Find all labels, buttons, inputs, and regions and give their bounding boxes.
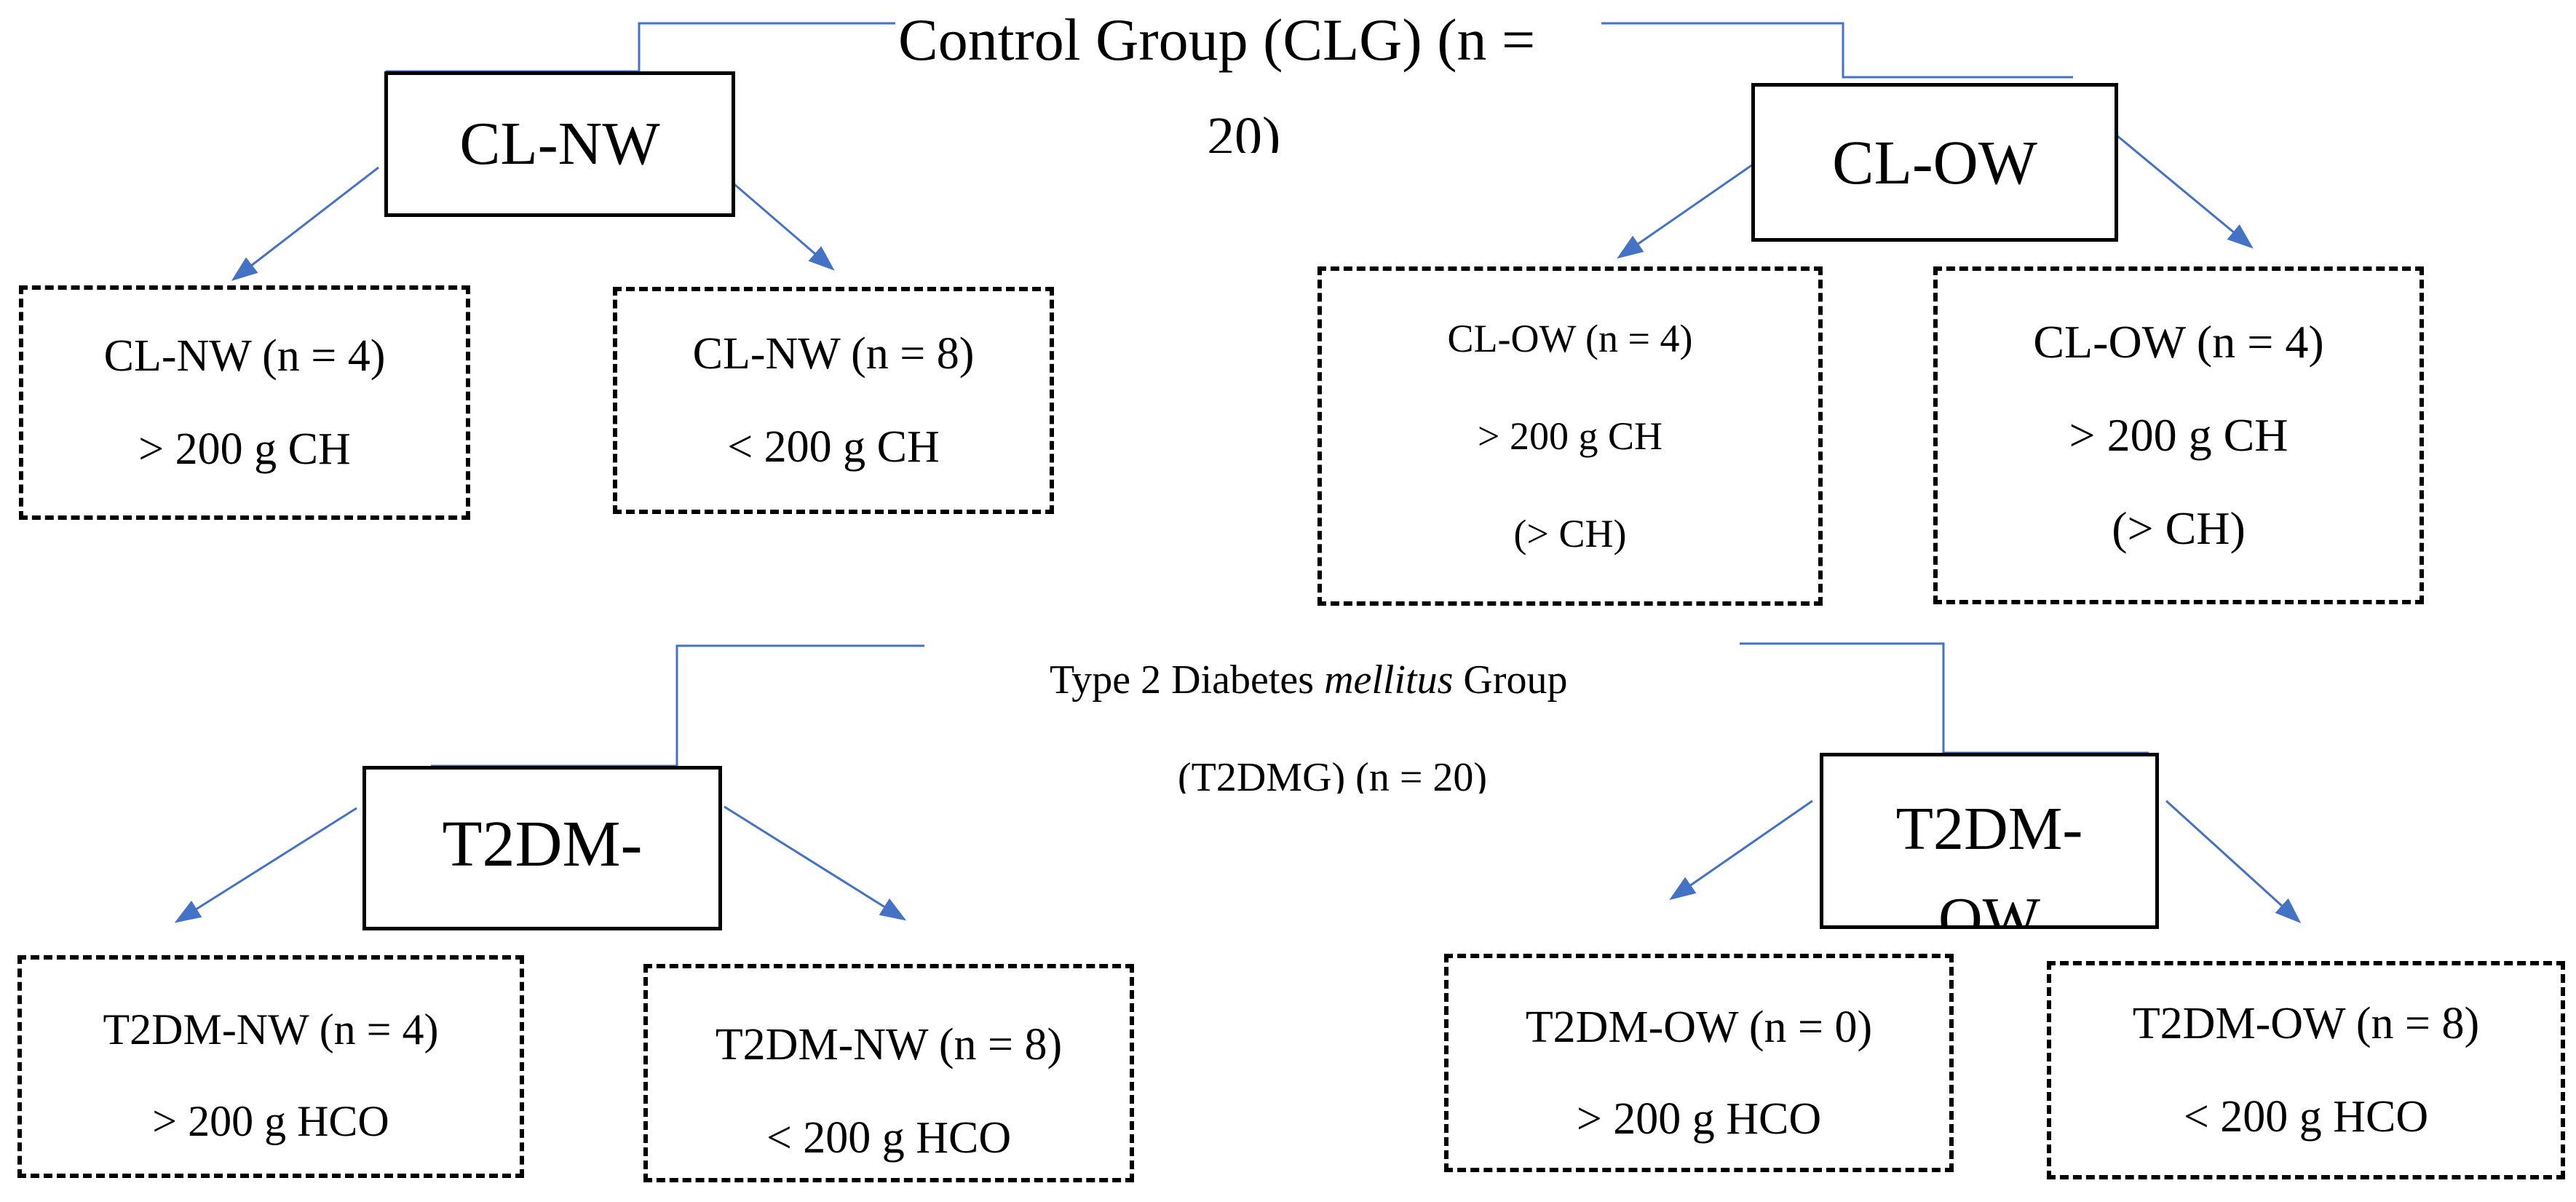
cl-ow-box: CL-OW — [1751, 83, 2118, 242]
t2dm-nw-leaf-over-200: T2DM-NW (n = 4) > 200 g HCO — [17, 955, 524, 1178]
leaf-condition: < 200 g HCO — [766, 1113, 1012, 1163]
cl-nw-leaf-over-200: CL-NW (n = 4) > 200 g CH — [19, 285, 470, 520]
control-group-title-line1: Control Group (CLG) (n = — [898, 7, 1536, 73]
t2dm-ow-box: T2DM- OW — [1820, 753, 2159, 929]
diabetes-group-title-line2: (T2DMG) (n = 20) — [1178, 757, 1488, 794]
arrow-cl-nw-left — [231, 166, 379, 281]
leaf-condition: < 200 g HCO — [2183, 1092, 2429, 1142]
t2dm-nw-box: T2DM- — [362, 766, 722, 930]
t2dm-nw-leaf-under-200: T2DM-NW (n = 8) < 200 g HCO — [643, 964, 1134, 1182]
leaf-count: T2DM-OW (n = 8) — [2132, 999, 2480, 1048]
leaf-condition: > 200 g CH — [2069, 409, 2288, 461]
control-bracket-left — [386, 22, 895, 73]
t2dm-ow-box-label-cut: OW — [1938, 885, 2040, 929]
arrow-t2dm-nw-right — [724, 805, 907, 921]
control-group-title-line2: 20) — [1207, 109, 1281, 153]
leaf-count: T2DM-NW (n = 4) — [103, 1005, 439, 1053]
title-italic: mellitus — [1324, 657, 1454, 703]
cl-nw-box-label: CL-NW — [459, 110, 660, 178]
cl-ow-leaf-1: CL-OW (n = 4) > 200 g CH (> CH) — [1317, 266, 1823, 606]
cl-ow-box-label: CL-OW — [1832, 127, 2037, 197]
leaf-condition: > 200 g CH — [138, 424, 351, 474]
arrow-cl-ow-left — [1617, 163, 1753, 259]
cl-ow-leaf-2: CL-OW (n = 4) > 200 g CH (> CH) — [1933, 266, 2424, 604]
t2dm-nw-box-label: T2DM- — [442, 808, 643, 880]
leaf-condition: > 200 g CH — [1478, 414, 1662, 458]
title-text: Type 2 Diabetes — [1050, 657, 1325, 703]
leaf-condition: > 200 g HCO — [152, 1097, 389, 1145]
cl-nw-leaf-under-200: CL-NW (n = 8) < 200 g CH — [613, 287, 1054, 514]
leaf-count: CL-NW (n = 8) — [692, 329, 975, 379]
leaf-count: CL-NW (n = 4) — [103, 331, 386, 381]
arrow-cl-ow-right — [2116, 134, 2254, 249]
leaf-count: T2DM-OW (n = 0) — [1525, 1003, 1873, 1052]
cl-nw-box: CL-NW — [384, 71, 735, 217]
leaf-note: (> CH) — [2112, 502, 2246, 554]
arrow-t2dm-ow-right — [2165, 799, 2302, 924]
diabetes-group-title-line1: Type 2 Diabetes mellitus Group — [1050, 660, 1568, 700]
t2dm-ow-leaf-zero: T2DM-OW (n = 0) > 200 g HCO — [1444, 954, 1954, 1172]
diabetes-bracket-right — [1740, 642, 2149, 754]
arrow-cl-nw-right — [729, 179, 835, 271]
leaf-count: T2DM-NW (n = 8) — [715, 1020, 1063, 1069]
arrow-t2dm-nw-left — [174, 807, 357, 923]
t2dm-ow-leaf-under-200: T2DM-OW (n = 8) < 200 g HCO — [2047, 961, 2565, 1179]
diabetes-bracket-left — [431, 644, 924, 767]
leaf-condition: > 200 g HCO — [1576, 1094, 1822, 1144]
title-text: Group — [1453, 657, 1568, 703]
t2dm-ow-box-label: T2DM- — [1895, 795, 2083, 863]
control-bracket-right — [1601, 22, 2073, 79]
leaf-count: CL-OW (n = 4) — [1447, 317, 1693, 360]
leaf-note: (> CH) — [1513, 512, 1627, 555]
leaf-condition: < 200 g CH — [727, 422, 940, 472]
arrow-t2dm-ow-left — [1669, 799, 1813, 901]
leaf-count: CL-OW (n = 4) — [2033, 316, 2324, 368]
